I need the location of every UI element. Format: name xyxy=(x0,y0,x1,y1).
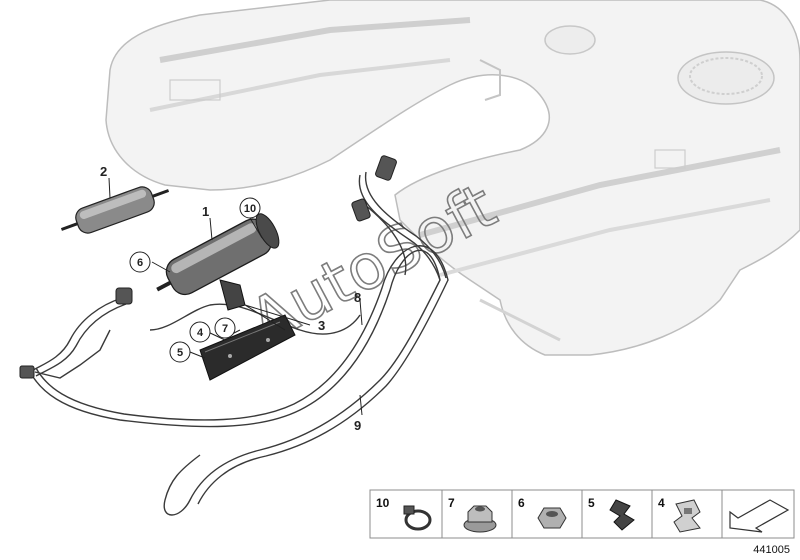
parts-cell-7: 7 xyxy=(441,489,513,539)
hose-clamp-icon xyxy=(403,505,432,531)
callout-6: 6 xyxy=(129,251,151,273)
parts-cell-6: 6 xyxy=(511,489,583,539)
callout-4: 4 xyxy=(189,321,211,343)
fuel-line-9 xyxy=(29,171,449,516)
reference-number: 441005 xyxy=(753,544,790,556)
callout-10-label: 10 xyxy=(244,203,256,215)
callout-3: 3 xyxy=(318,318,325,333)
fuel-filter-part xyxy=(60,177,170,234)
callout-1-label: 1 xyxy=(202,204,209,219)
parts-cell-10-number: 10 xyxy=(376,496,390,510)
line-connectors xyxy=(19,155,397,379)
clip-icon xyxy=(609,499,635,531)
parts-cell-5-number: 5 xyxy=(588,496,595,510)
callout-7: 7 xyxy=(214,317,236,339)
callout-9: 9 xyxy=(354,418,361,433)
parts-cell-10: 10 xyxy=(369,489,443,539)
parts-cell-arrow xyxy=(721,489,795,539)
callout-5-label: 5 xyxy=(177,347,183,359)
fuel-tank xyxy=(105,0,800,356)
parts-cell-4: 4 xyxy=(651,489,723,539)
bracket-plate-part xyxy=(189,299,363,416)
parts-panel: 10 7 6 5 xyxy=(369,489,795,556)
callout-2: 2 xyxy=(100,164,107,179)
parts-cell-4-number: 4 xyxy=(658,496,665,510)
arrow-icon xyxy=(729,499,790,533)
callout-6-label: 6 xyxy=(137,257,143,269)
hex-nut-icon xyxy=(537,507,567,529)
fuel-line-8 xyxy=(29,297,361,379)
callout-1: 1 xyxy=(202,204,209,219)
callout-10: 10 xyxy=(239,197,261,219)
callout-8: 8 xyxy=(354,290,361,305)
callout-5: 5 xyxy=(169,341,191,363)
fuel-pump-part xyxy=(151,213,280,311)
bracket-clip-icon xyxy=(673,499,701,533)
parts-cell-5: 5 xyxy=(581,489,653,539)
callout-3-label: 3 xyxy=(318,318,325,333)
flange-nut-icon xyxy=(463,505,497,533)
parts-cell-7-number: 7 xyxy=(448,496,455,510)
callout-9-label: 9 xyxy=(354,418,361,433)
parts-cell-6-number: 6 xyxy=(518,496,525,510)
callout-4-label: 4 xyxy=(197,327,204,339)
callout-8-label: 8 xyxy=(354,290,361,305)
callout-7-label: 7 xyxy=(222,323,228,335)
callout-2-label: 2 xyxy=(100,164,107,179)
